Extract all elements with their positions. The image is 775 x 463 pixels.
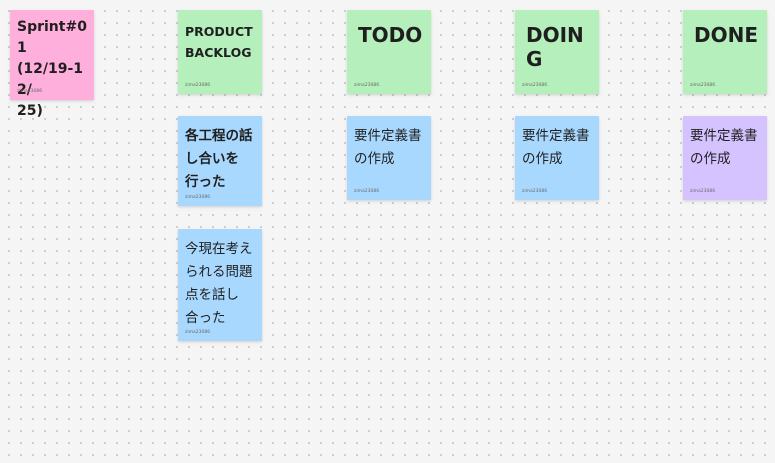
- todo-header-note[interactable]: TODO zima23086: [347, 10, 431, 94]
- sticky-author: zima23086: [690, 83, 716, 88]
- done-header-note[interactable]: DONE zima23086: [683, 10, 767, 94]
- sprint-sticky-note[interactable]: Sprint#01 (12/19-12/ 25) zima23086: [10, 10, 94, 119]
- done-note-text: 要件定義書 の作成: [690, 128, 758, 167]
- doing-header-text: DOING: [526, 23, 584, 71]
- doing-sticky-note[interactable]: 要件定義書 の作成 zima23086: [515, 116, 599, 200]
- sticky-author: zima23086: [185, 83, 211, 88]
- done-sticky-note[interactable]: 要件定義書 の作成 zima23086: [683, 116, 767, 200]
- sticky-author: zima23086: [522, 189, 548, 194]
- product-backlog-header-note[interactable]: PRODUCT BACKLOG zima23086: [178, 10, 262, 94]
- sticky-author: zima23086: [185, 330, 211, 335]
- sticky-author: zima23086: [17, 89, 43, 94]
- todo-note-text: 要件定義書 の作成: [354, 128, 422, 167]
- backlog-note-text: 各工程の話 し合いを 行った: [185, 128, 253, 190]
- sprint-note-text: Sprint#01 (12/19-12/ 25): [17, 19, 87, 119]
- doing-note-text: 要件定義書 の作成: [522, 128, 590, 167]
- sticky-author: zima23086: [690, 189, 716, 194]
- backlog-sticky-note[interactable]: 今現在考え られる問題 点を話し 合った zima23086: [178, 229, 262, 341]
- todo-sticky-note[interactable]: 要件定義書 の作成 zima23086: [347, 116, 431, 200]
- backlog-note-text: 今現在考え られる問題 点を話し 合った: [185, 241, 253, 326]
- sticky-author: zima23086: [354, 189, 380, 194]
- product-backlog-header-text: PRODUCT BACKLOG: [185, 24, 253, 60]
- sticky-author: zima23086: [522, 83, 548, 88]
- sticky-author: zima23086: [185, 195, 211, 200]
- todo-header-text: TODO: [358, 23, 423, 47]
- done-header-text: DONE: [694, 23, 759, 47]
- doing-header-note[interactable]: DOING zima23086: [515, 10, 599, 94]
- sticky-author: zima23086: [354, 83, 380, 88]
- backlog-sticky-note[interactable]: 各工程の話 し合いを 行った zima23086: [178, 116, 262, 206]
